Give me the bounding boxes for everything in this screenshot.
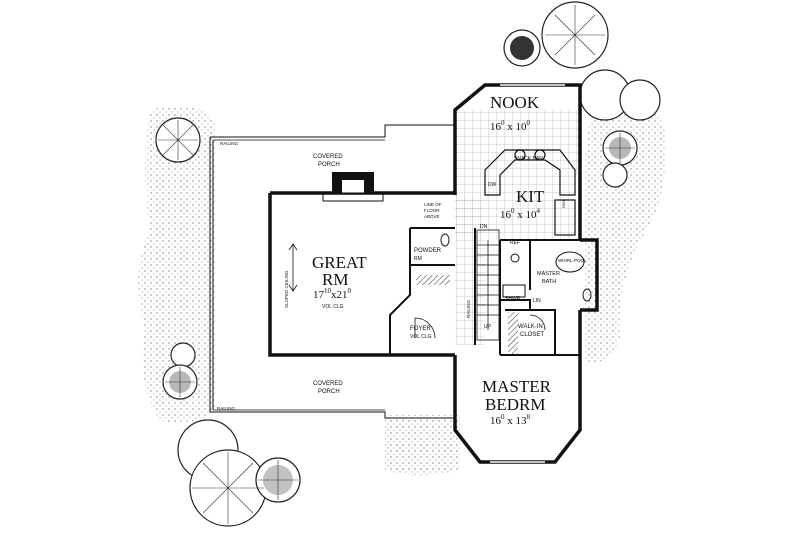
room-size-kit: 160 x 104 [500,207,541,221]
snack-bar-label: SNACK BAR [514,156,543,162]
porch-bottom-1: COVERED [313,381,343,387]
bath-fixtures [440,233,592,302]
line-of-floor-2: FLOOR [424,208,440,213]
whirlpool-label: WHIRL-POOL [558,258,587,263]
line-of-floor-3: ABOVE [424,214,440,219]
room-labels: NOOK 160 x 100 KIT 160 x 104 GREAT RM 17… [312,93,587,427]
room-name-great-2: RM [322,270,348,289]
annotations: SNACK BAR DW REF RAILING RAILING RAILING… [217,141,566,411]
room-name-nook: NOOK [490,93,540,112]
ref-label: REF [510,240,520,246]
foyer-note: VOL CLG [410,334,432,340]
powder-1: POWDER [414,248,442,254]
room-name-master: MASTER [482,377,552,396]
closet-shelving [508,312,518,354]
kitchen-counters [484,149,576,236]
great-note: VOL CLG [322,304,344,310]
powder-2: RM [414,256,422,262]
tree-icon [170,342,196,368]
stairs [476,229,500,341]
railing-bottom-label: RAILING [217,406,236,411]
tree-icon [602,162,628,188]
tree-icon [619,79,661,121]
room-size-master: 160 x 138 [490,413,531,427]
master-bath-2: BATH [542,279,556,285]
porch-bottom-2: PORCH [318,389,340,395]
railing-top-label: RAILING [220,141,239,146]
room-name-kit: KIT [516,187,545,206]
interior-walls [389,227,580,356]
railing-side-label: RAILING [466,299,471,318]
dn-label: DN [480,224,488,230]
landscaping [138,70,666,475]
room-size-great: 1710x210 [313,287,352,301]
room-size-nook: 160 x 100 [490,119,531,133]
lin-label: LIN [533,298,541,304]
walk-in-2: CLOSET [520,332,544,338]
closet-shelving [416,275,450,285]
room-name-great: GREAT [312,253,367,272]
slope-arrow-icon [288,243,298,292]
doors [414,314,546,339]
line-of-floor-1: LINE OF [424,202,442,207]
master-bath-1: MASTER [537,271,560,277]
fireplace [322,172,384,202]
foyer-name: FOYER [410,326,431,332]
pantry-label: PAN [561,200,566,208]
room-name-master-2: BEDRM [485,395,545,414]
up-label: UP [484,324,492,330]
porch-top-2: PORCH [318,162,340,168]
shwr-label: SHWR [505,296,521,302]
walk-in-1: WALK-IN [518,324,543,330]
sloped-ceiling-label: SLOPED CEILING [284,270,289,308]
porch-top-1: COVERED [313,154,343,160]
dw-label: DW [488,182,497,188]
windows [490,84,565,463]
